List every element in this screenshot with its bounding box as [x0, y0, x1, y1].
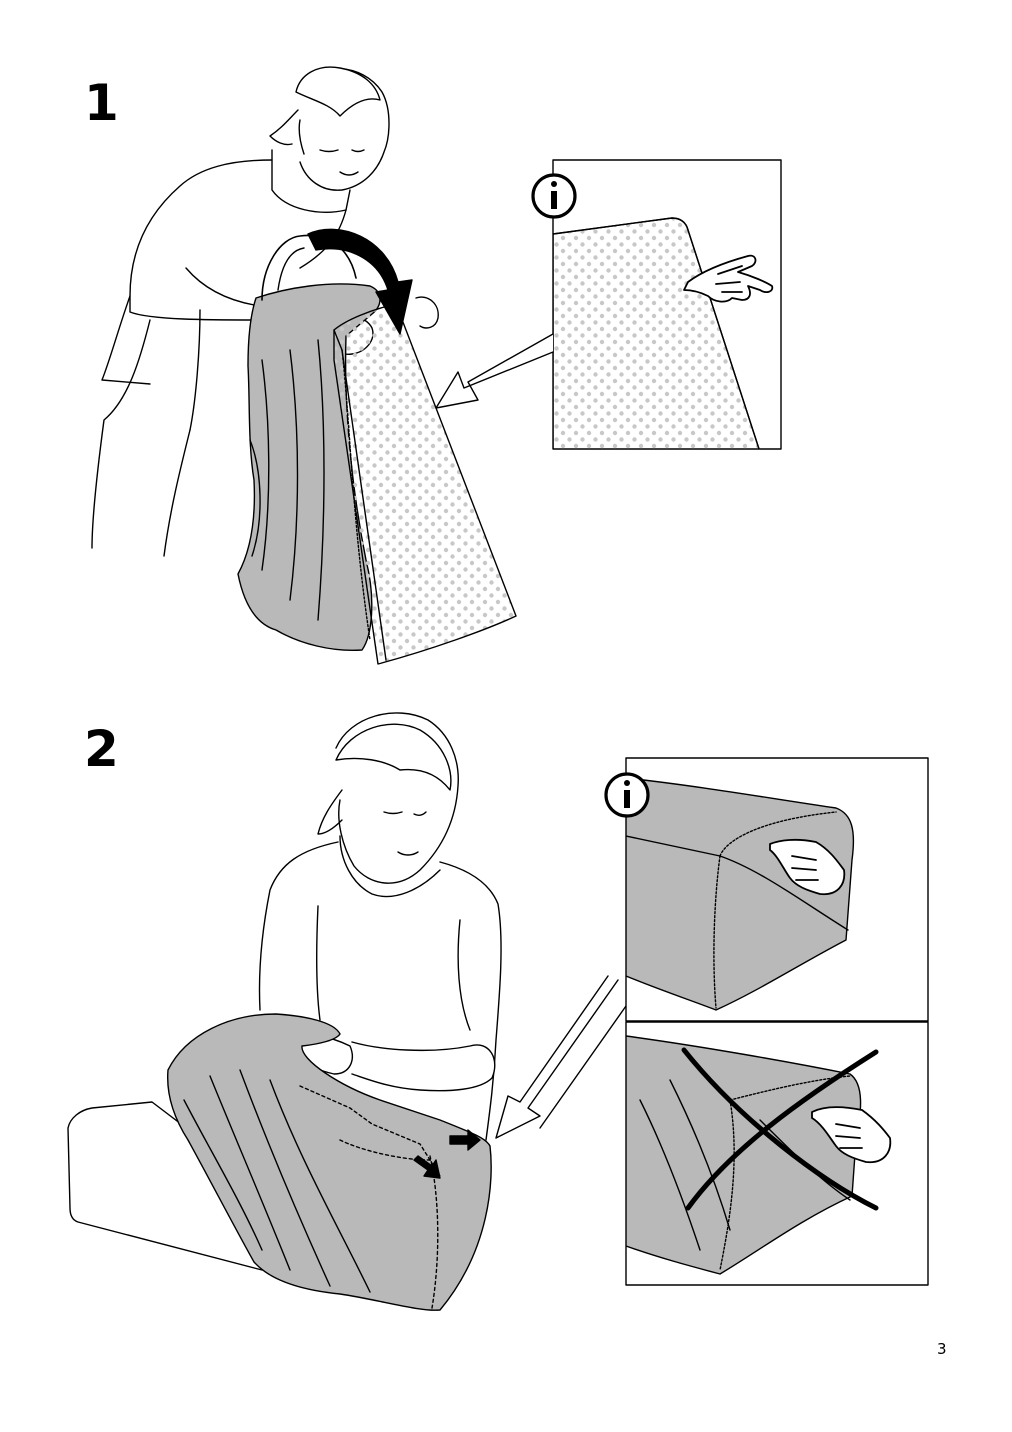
arrow-right-icon — [449, 1129, 481, 1151]
pointing-hand-icon — [769, 838, 846, 896]
step-1-illustration — [91, 66, 782, 665]
person-figure — [258, 712, 502, 1141]
arrow-down-right-icon — [413, 1155, 441, 1179]
step-1-number: 1 — [84, 74, 119, 132]
rotate-arrow-icon — [307, 228, 413, 335]
outline-arrow-step2 — [495, 975, 627, 1139]
cover-fabric — [166, 1013, 492, 1311]
info-icon — [531, 173, 577, 219]
outline-arrow-step1 — [435, 333, 554, 409]
pointing-hand-icon — [811, 1106, 892, 1164]
info-icon — [604, 772, 650, 818]
cross-out-icon — [681, 1047, 879, 1211]
foam-block — [333, 303, 517, 665]
step-2-illustration — [67, 712, 929, 1311]
step-2-number: 2 — [84, 720, 119, 778]
page-number: 3 — [937, 1340, 947, 1358]
pointing-hand-icon — [683, 254, 774, 303]
